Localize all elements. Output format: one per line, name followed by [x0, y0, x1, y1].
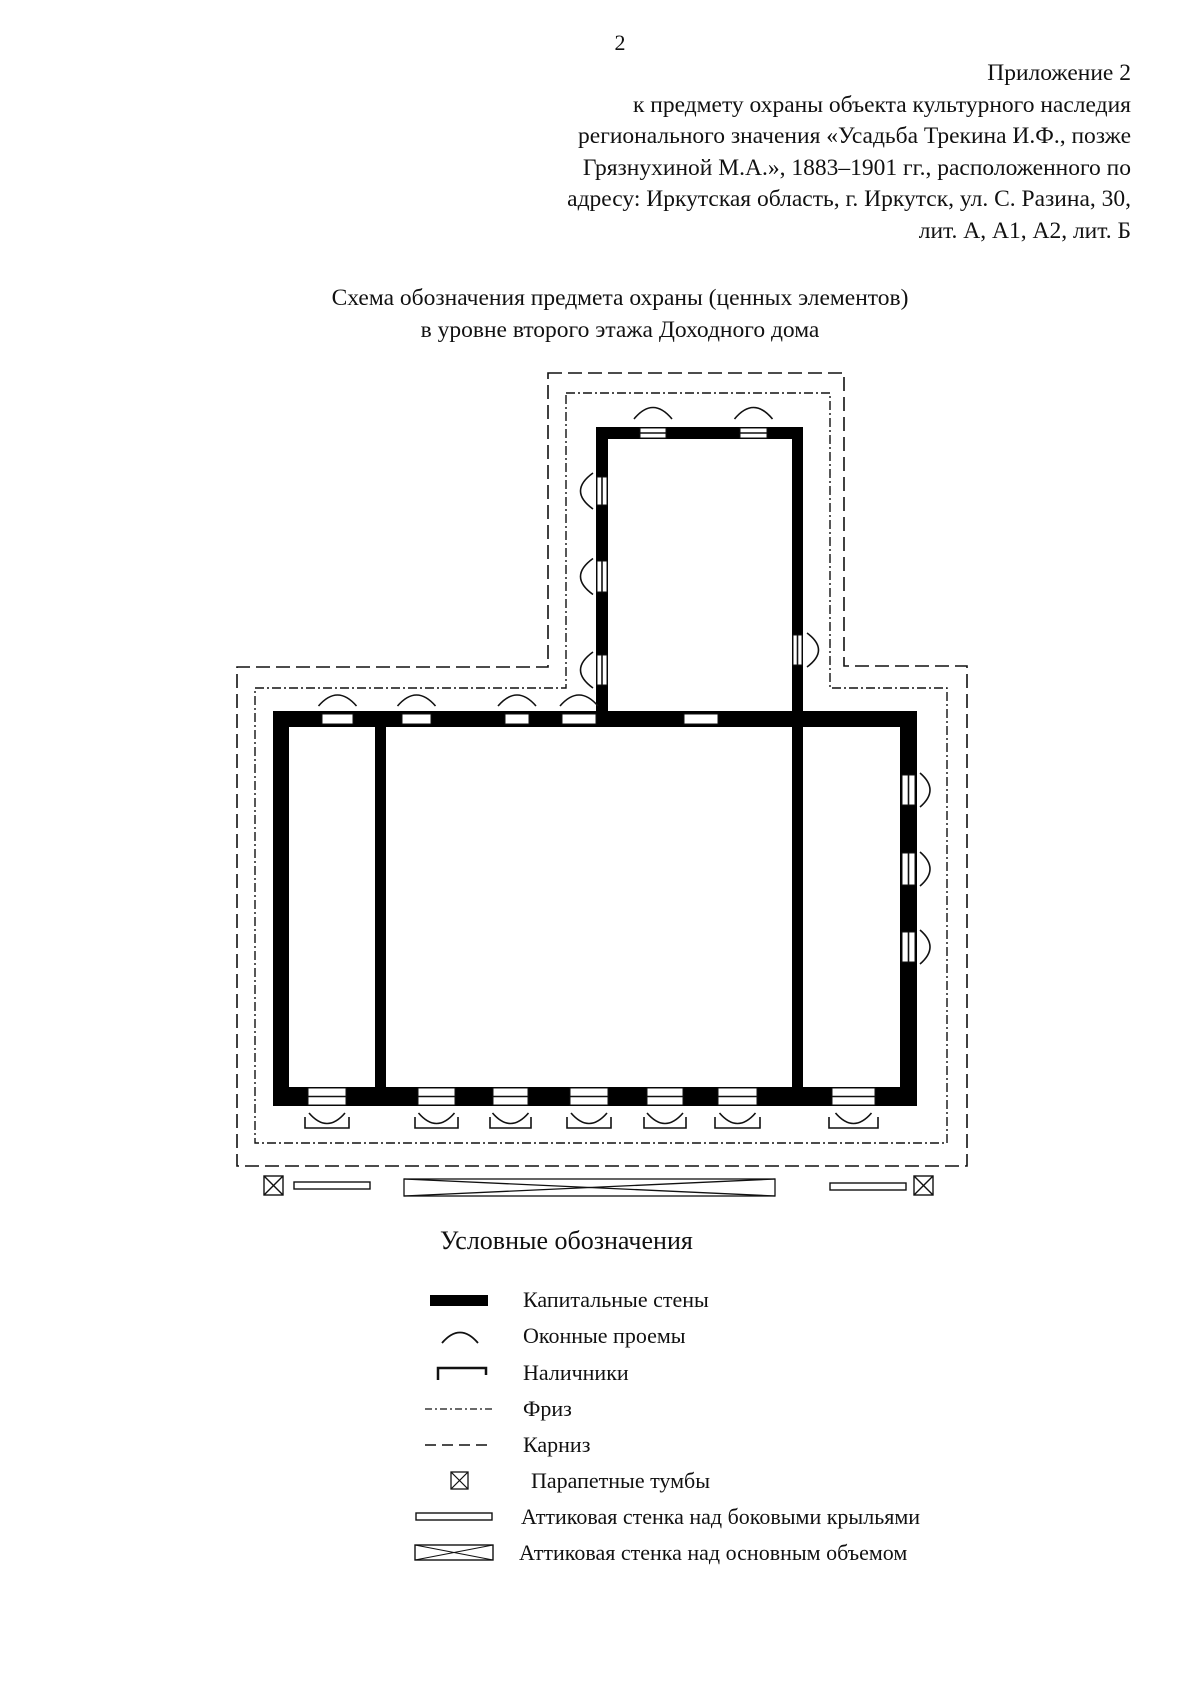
window-opening — [321, 713, 354, 725]
parapet-box-left — [263, 1175, 284, 1196]
window-trim — [643, 1117, 687, 1129]
appendix-line: адресу: Иркутская область, г. Иркутск, у… — [567, 186, 1131, 212]
capital-wall-icon — [415, 1285, 505, 1315]
trim-bracket-icon — [415, 1358, 505, 1388]
scheme-title-line1: Схема обозначения предмета охраны (ценны… — [331, 285, 909, 311]
window-arc-icon — [415, 1321, 505, 1351]
appendix-line: лит. А, А1, А2, лит. Б — [918, 217, 1131, 244]
window-arc — [633, 406, 673, 420]
legend-title: Условные обозначения — [440, 1226, 693, 1255]
legend-item-side-attic: Аттиковая стенка над боковыми крыльями — [410, 1502, 920, 1532]
page-number: 2 — [614, 30, 626, 55]
side-attic-icon — [410, 1502, 500, 1532]
window-trim — [489, 1117, 532, 1129]
parapet-box-icon — [415, 1466, 505, 1496]
appendix-line: к предмету охраны объекта культурного на… — [632, 91, 1131, 118]
window-trim — [566, 1117, 612, 1129]
cornice-dash-icon — [415, 1430, 505, 1460]
floor-plan — [236, 372, 968, 1197]
window-arc — [570, 1112, 608, 1125]
side-attic-right — [829, 1182, 907, 1191]
parapet-box-right — [913, 1175, 934, 1196]
window-opening — [401, 713, 432, 725]
window-trim — [414, 1117, 459, 1129]
window-opening — [561, 713, 597, 725]
legend-item-parapet: Парапетные тумбы — [415, 1466, 710, 1496]
window-opening — [683, 713, 719, 725]
window-arc — [919, 929, 931, 965]
legend-item-window-arc: Оконные проемы — [415, 1321, 686, 1351]
window-openings — [307, 427, 916, 1106]
cornice-outline — [236, 372, 968, 1167]
legend-item-trim: Наличники — [415, 1358, 629, 1388]
window-arc — [491, 1112, 530, 1125]
window-arc — [919, 851, 931, 887]
window-arc — [919, 772, 931, 808]
appendix-line: Грязнухиной М.А.», 1883–1901 гг., распол… — [582, 154, 1131, 181]
window-arc — [646, 1112, 684, 1125]
window-arc — [579, 557, 594, 596]
window-arc — [834, 1112, 873, 1125]
window-opening — [504, 713, 530, 725]
side-attic-left — [293, 1181, 371, 1190]
window-arcs — [308, 406, 931, 1125]
scheme-title: Схема обозначения предмета охраны (ценны… — [0, 282, 1200, 346]
window-arc — [579, 651, 594, 689]
window-trim — [714, 1117, 761, 1129]
window-arc — [559, 694, 599, 707]
window-arc — [718, 1112, 757, 1125]
window-arc — [497, 694, 537, 707]
window-arc — [733, 406, 774, 420]
legend-item-main-attic: Аттиковая стенка над основным объемом — [410, 1538, 907, 1568]
capital-walls — [273, 427, 917, 1106]
main-attic-icon — [410, 1538, 500, 1568]
main-attic — [403, 1178, 776, 1197]
appendix-header: Приложение 2 к предмету охраны объекта к… — [371, 58, 1131, 247]
legend-item-frieze: Фриз — [415, 1394, 572, 1424]
window-arc — [308, 1112, 346, 1125]
appendix-line: регионального значения «Усадьба Трекина … — [578, 123, 1131, 149]
frieze-dashdot-icon — [415, 1394, 505, 1424]
window-arc — [806, 632, 820, 668]
scheme-title-line2: в уровне второго этажа Доходного дома — [420, 317, 820, 343]
appendix-line: Приложение 2 — [987, 60, 1131, 86]
window-trim — [828, 1117, 879, 1129]
legend-item-capital-wall: Капитальные стены — [415, 1285, 709, 1315]
window-arc — [579, 472, 594, 510]
window-arc — [317, 694, 358, 707]
frieze-outline — [254, 392, 948, 1144]
window-trim — [304, 1117, 350, 1129]
legend-item-cornice: Карниз — [415, 1430, 590, 1460]
window-arc — [417, 1112, 456, 1125]
window-arc — [396, 694, 437, 707]
window-trims — [304, 1117, 879, 1129]
